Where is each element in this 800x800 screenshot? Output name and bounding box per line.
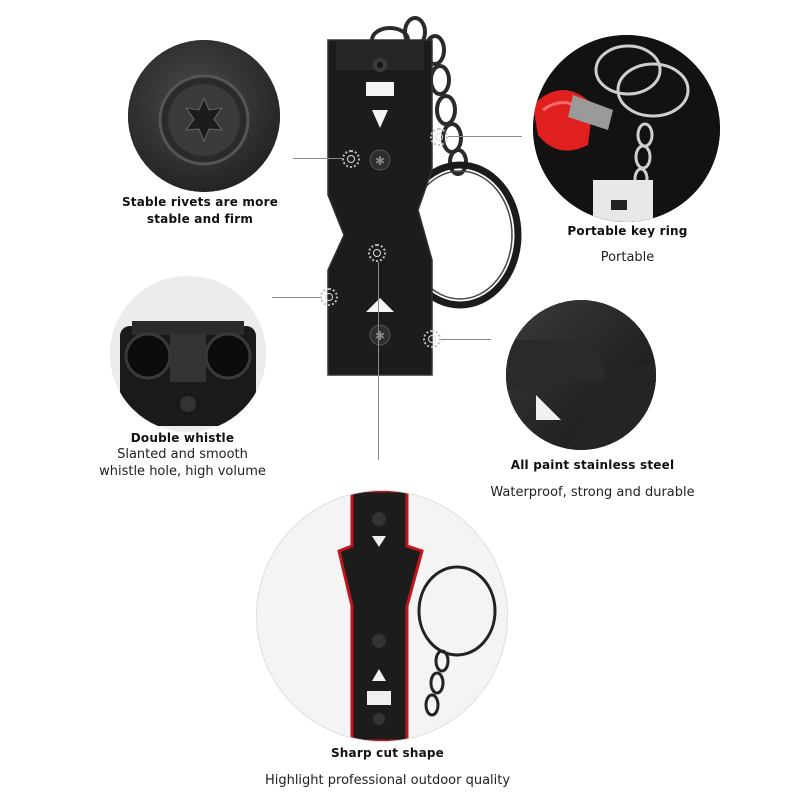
keyring-title: Portable key ring [567,224,688,238]
svg-text:✱: ✱ [375,329,385,343]
hotspot-marker-body [368,244,386,262]
hotspot-marker-keyring [430,128,448,146]
detail-circle-rivet [128,40,280,192]
double-whistle-title: Double whistle [130,431,235,445]
sharp-cut-desc: Highlight professional outdoor quality [264,773,511,788]
stainless-steel-desc: Waterproof, strong and durable [490,485,695,500]
product-whistle: ✱ ✱ [300,10,540,390]
leader-line-rivets [293,158,343,159]
svg-text:✱: ✱ [375,154,385,168]
detail-circle-double-whistle [110,276,266,432]
hotspot-marker-rivet [342,150,360,168]
double-whistle-desc-line2: whistle hole, high volume [99,464,266,479]
leader-line-double [272,297,320,298]
detail-circle-stainless-steel [506,300,656,450]
rivets-title-line2: stable and firm [146,212,254,226]
rivets-title-line1: Stable rivets are more [121,195,279,209]
leader-line-keyring [448,136,522,137]
detail-circle-sharp-cut [256,490,508,742]
whistle-illustration: ✱ ✱ [327,16,522,376]
leader-line-steel [441,339,491,340]
sharp-cut-title: Sharp cut shape [330,746,445,760]
keyring-desc: Portable [600,250,655,265]
leader-line-shape [378,262,379,460]
detail-circle-keyring [533,35,720,222]
double-whistle-desc-line1: Slanted and smooth [117,447,248,462]
stainless-steel-title: All paint stainless steel [510,458,675,472]
hotspot-marker-double [320,288,338,306]
hotspot-marker-steel [423,330,441,348]
